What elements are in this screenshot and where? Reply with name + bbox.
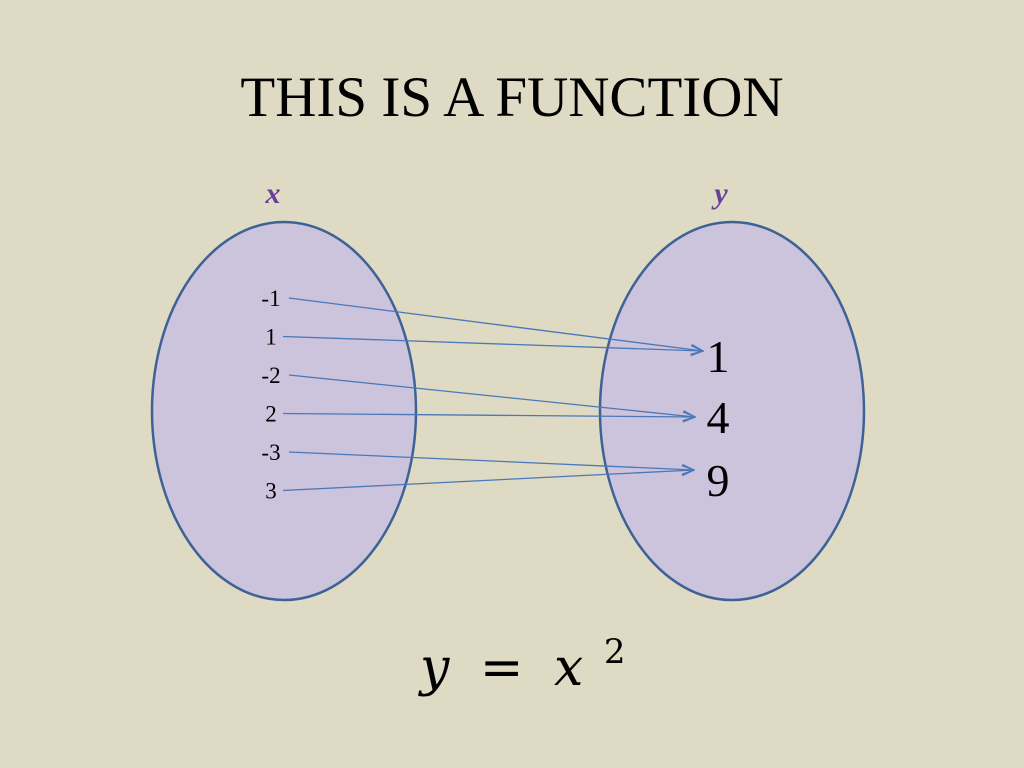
domain-value: -1 bbox=[261, 286, 280, 311]
mapping-arrow bbox=[288, 451, 694, 470]
formula-lhs: y bbox=[418, 638, 450, 698]
mapping-arrow bbox=[282, 414, 695, 418]
formula-exponent: 2 bbox=[604, 632, 626, 672]
formula-equals: = bbox=[480, 638, 524, 698]
range-value: 4 bbox=[707, 392, 730, 443]
formula-base: x bbox=[554, 638, 583, 698]
range-value: 9 bbox=[707, 455, 730, 506]
domain-label: x bbox=[265, 177, 281, 210]
range-set-oval bbox=[598, 220, 866, 602]
range-value: 1 bbox=[707, 331, 730, 382]
mapping-arrows bbox=[282, 297, 703, 492]
domain-set-oval bbox=[150, 220, 418, 602]
domain-value: -2 bbox=[261, 363, 280, 388]
function-formula: y = x 2 bbox=[418, 632, 626, 698]
mapping-arrow bbox=[288, 297, 703, 351]
domain-value: 1 bbox=[265, 325, 277, 350]
mapping-arrow bbox=[282, 335, 703, 352]
range-values: 1 4 9 bbox=[707, 331, 730, 506]
range-label: y bbox=[711, 177, 728, 210]
domain-value: 3 bbox=[265, 479, 277, 504]
domain-values: -1 1 -2 2 -3 3 bbox=[261, 286, 280, 504]
domain-value: 2 bbox=[265, 402, 277, 427]
domain-value: -3 bbox=[261, 440, 280, 465]
mapping-arrow bbox=[288, 374, 695, 417]
slide-title: THIS IS A FUNCTION bbox=[240, 66, 783, 129]
mapping-arrow bbox=[282, 470, 694, 492]
